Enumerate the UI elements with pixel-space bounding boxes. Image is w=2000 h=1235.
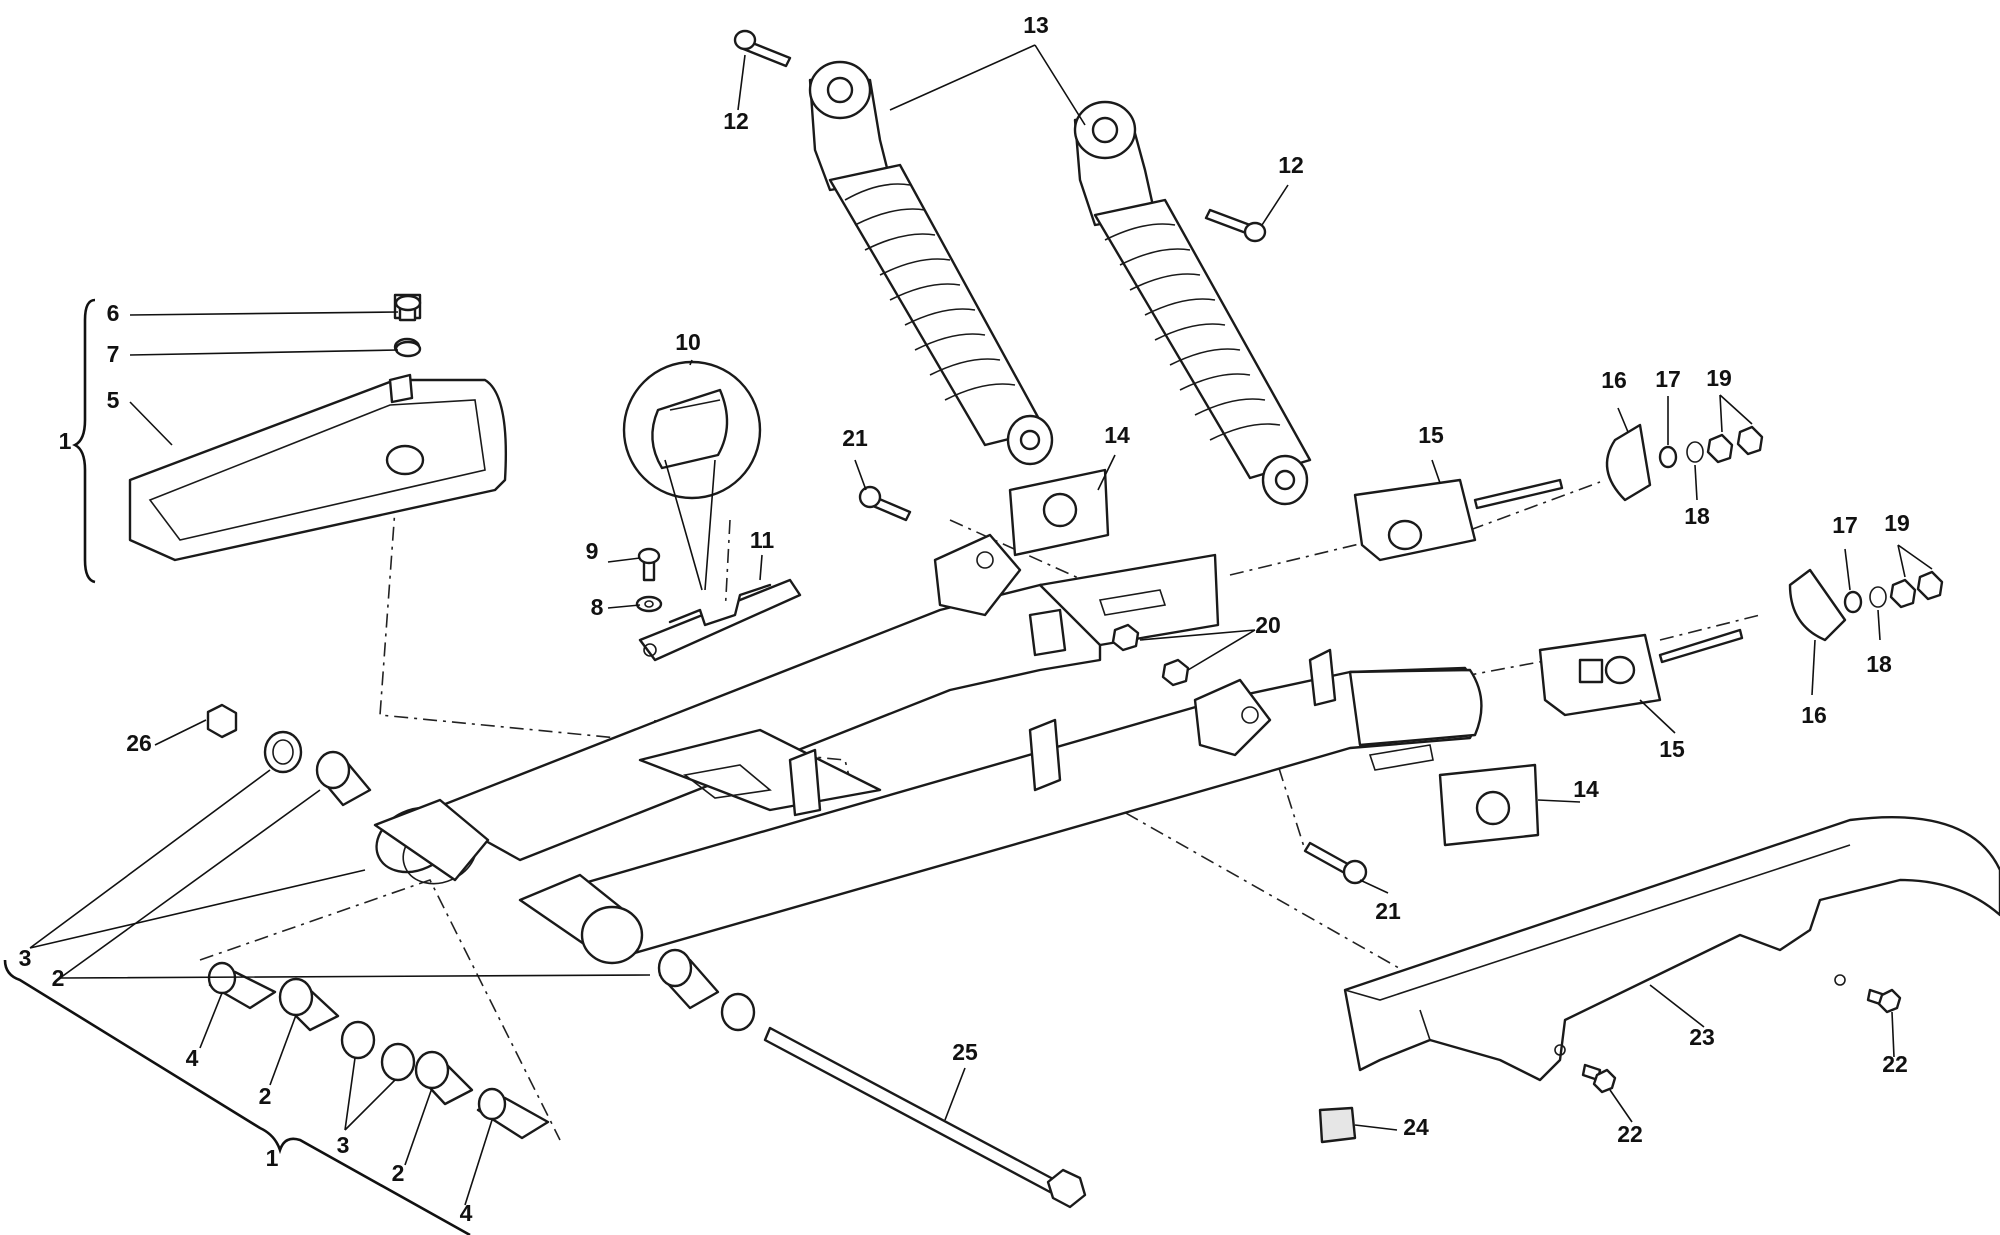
callout-2-b: 2 — [259, 1083, 272, 1109]
callout-3-b: 3 — [337, 1132, 350, 1158]
assembly-brace-bottom — [3, 959, 471, 1235]
callout-1-bottom: 1 — [266, 1145, 279, 1171]
bearing-2-right[interactable] — [657, 948, 720, 1010]
bolt-6[interactable] — [394, 294, 422, 322]
shock-pad-upper[interactable] — [1008, 468, 1110, 557]
callout-22-right: 22 — [1882, 1051, 1908, 1077]
washer-17-lower[interactable] — [1843, 590, 1863, 614]
callout-11: 11 — [750, 527, 775, 553]
bearing-2-lower-a[interactable] — [278, 977, 340, 1032]
rubber-pad-24[interactable] — [1318, 1106, 1357, 1144]
seal-ring-3-right[interactable] — [720, 992, 756, 1032]
cable-guide-bracket[interactable] — [638, 578, 802, 662]
bolt-9[interactable] — [637, 547, 661, 582]
assembly-brace-top — [72, 298, 96, 584]
callout-19-lower: 19 — [1884, 510, 1910, 536]
shock-absorber-left[interactable] — [808, 60, 1054, 466]
nut-20-upper[interactable] — [1111, 623, 1140, 652]
callout-13: 13 — [1023, 12, 1049, 38]
guard-bolt-22-right[interactable] — [1866, 988, 1902, 1014]
shock-bolt-top-left[interactable] — [733, 29, 792, 68]
callout-21-lower: 21 — [1375, 898, 1401, 924]
pivot-nut-26[interactable] — [206, 703, 238, 739]
chain-guard[interactable] — [1343, 816, 2000, 1082]
shock-lower-bolt-bottom[interactable] — [1303, 841, 1368, 885]
washer-18-lower[interactable] — [1869, 586, 1887, 608]
callout-16-lower: 16 — [1801, 702, 1827, 728]
callout-14-lower: 14 — [1573, 776, 1599, 802]
chain-adjuster-upper[interactable] — [1353, 478, 1564, 562]
callout-24: 24 — [1403, 1114, 1429, 1140]
callout-8: 8 — [591, 594, 604, 620]
seal-ring-3-lower-b[interactable] — [380, 1042, 416, 1082]
adjuster-cap-lower[interactable] — [1788, 568, 1847, 642]
guard-bolt-22-left[interactable] — [1581, 1063, 1617, 1094]
washer-18-upper[interactable] — [1686, 441, 1704, 463]
callout-25: 25 — [952, 1039, 978, 1065]
callout-1-top: 1 — [59, 428, 72, 454]
shock-lower-bolt-top[interactable] — [858, 485, 912, 522]
washer-8[interactable] — [635, 595, 663, 613]
nut-19-lower-a[interactable] — [1889, 578, 1917, 609]
callout-4-b: 4 — [460, 1200, 473, 1226]
washer-7[interactable] — [394, 340, 422, 358]
callout-15-upper: 15 — [1418, 422, 1444, 448]
nut-19-upper-b[interactable] — [1736, 425, 1764, 456]
callout-18-upper: 18 — [1684, 503, 1710, 529]
nut-20-lower[interactable] — [1161, 658, 1190, 687]
callout-2-c: 2 — [392, 1160, 405, 1186]
swingarm[interactable] — [366, 533, 1483, 965]
cable-clip-detail[interactable] — [622, 360, 762, 500]
bearing-2-lower-b[interactable] — [414, 1050, 474, 1106]
shock-pad-lower[interactable] — [1438, 763, 1540, 847]
callout-7: 7 — [107, 341, 120, 367]
chain-slider[interactable] — [128, 293, 508, 562]
callout-3-a: 3 — [19, 945, 32, 971]
nut-19-lower-b[interactable] — [1916, 570, 1944, 601]
pivot-shaft[interactable] — [763, 1026, 1087, 1209]
leader-lines — [29, 44, 1933, 1206]
callout-12-right: 12 — [1278, 152, 1304, 178]
callout-12-left: 12 — [723, 108, 749, 134]
callout-16-upper: 16 — [1601, 367, 1627, 393]
callout-17-upper: 17 — [1655, 366, 1681, 392]
chain-adjuster-lower[interactable] — [1538, 628, 1744, 717]
shock-absorber-right[interactable] — [1073, 100, 1312, 506]
callout-20: 20 — [1255, 612, 1281, 638]
nut-19-upper-a[interactable] — [1706, 433, 1734, 464]
callout-4-a: 4 — [186, 1045, 199, 1071]
callout-18-lower: 18 — [1866, 651, 1892, 677]
callout-2-a: 2 — [52, 965, 65, 991]
callout-17-lower: 17 — [1832, 512, 1858, 538]
callout-19-upper: 19 — [1706, 365, 1732, 391]
adjuster-cap-upper[interactable] — [1605, 423, 1652, 502]
callout-labels: 1 1 2 2 2 3 3 4 4 5 6 7 8 9 10 11 12 12 … — [19, 12, 1910, 1226]
spacer-4-lower[interactable] — [476, 1087, 550, 1140]
callout-23: 23 — [1689, 1024, 1715, 1050]
callout-9: 9 — [586, 538, 599, 564]
callout-26: 26 — [126, 730, 152, 756]
callout-6: 6 — [107, 300, 120, 326]
callout-14-upper: 14 — [1104, 422, 1130, 448]
washer-17-upper[interactable] — [1658, 445, 1678, 469]
callout-21-upper: 21 — [842, 425, 868, 451]
shock-bolt-top-right[interactable] — [1204, 208, 1267, 243]
callout-22-left: 22 — [1617, 1121, 1643, 1147]
bearing-2-upper[interactable] — [315, 750, 372, 807]
seal-ring-3-upper[interactable] — [263, 730, 303, 774]
callout-5: 5 — [107, 387, 120, 413]
callout-10: 10 — [675, 329, 701, 355]
callout-15-lower: 15 — [1659, 736, 1685, 762]
seal-ring-3-lower-a[interactable] — [340, 1020, 376, 1060]
